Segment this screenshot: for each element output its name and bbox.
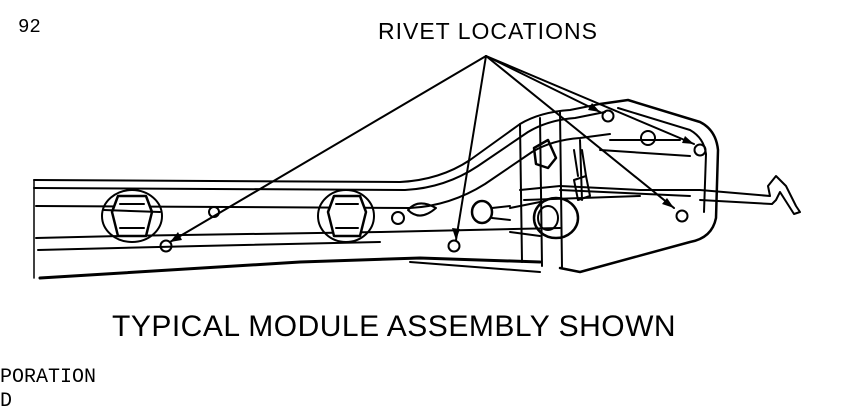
arrowhead bbox=[588, 103, 600, 112]
module-assembly-drawing bbox=[33, 55, 801, 280]
leader-line bbox=[485, 55, 675, 209]
leader-arrowheads bbox=[170, 103, 694, 242]
rivet-1 bbox=[159, 239, 173, 253]
diagram-page: 92 RIVET LOCATIONS TYPICAL MODULE ASSEMB… bbox=[0, 16, 801, 413]
rivet-3 bbox=[601, 109, 615, 123]
motor-cylinder bbox=[470, 196, 580, 240]
arrowhead bbox=[682, 136, 694, 144]
footer-text-line-2: D bbox=[0, 390, 13, 413]
leader-line bbox=[485, 55, 601, 113]
arrowhead bbox=[170, 232, 182, 242]
arrowhead bbox=[452, 228, 460, 240]
rivet-5 bbox=[675, 209, 689, 223]
footer-text-line-1: PORATION bbox=[0, 366, 97, 389]
rail-clip-middle bbox=[317, 189, 375, 243]
rivet-markers bbox=[159, 109, 707, 253]
leader-line bbox=[169, 55, 487, 243]
actuator-rod bbox=[519, 175, 801, 215]
leader-line bbox=[455, 55, 487, 241]
rail-hole bbox=[391, 211, 405, 225]
leader-line bbox=[485, 55, 695, 145]
arrowhead bbox=[662, 198, 674, 208]
rivet-4 bbox=[693, 143, 707, 157]
figure-caption: TYPICAL MODULE ASSEMBLY SHOWN bbox=[112, 310, 677, 343]
rivet-2 bbox=[447, 239, 461, 253]
rail-slot bbox=[407, 202, 437, 217]
page-number: 92 bbox=[18, 16, 41, 38]
module-housing bbox=[519, 98, 720, 274]
callout-label: RIVET LOCATIONS bbox=[378, 18, 598, 44]
callout-leaders bbox=[169, 55, 695, 243]
rail-clip-left bbox=[101, 189, 163, 243]
